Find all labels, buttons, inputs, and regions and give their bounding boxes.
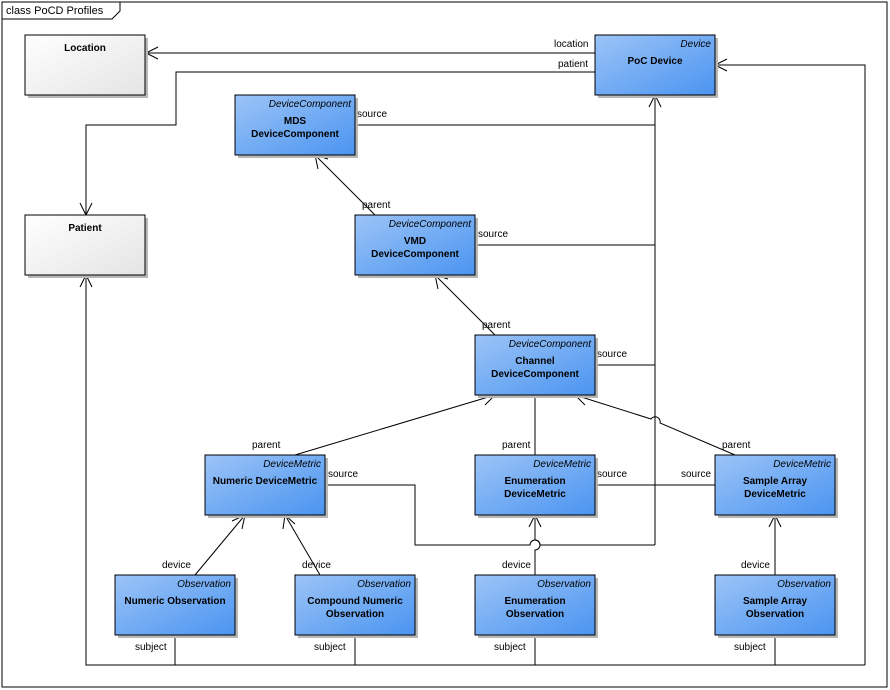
edge-device-numeric-obs: [194, 514, 246, 576]
class-name-line: DeviceComponent: [371, 249, 459, 260]
role-source-vmd: source: [478, 229, 508, 240]
edge-parent-numeric-channel: [294, 394, 496, 456]
connectors: [79, 46, 866, 666]
edge-device-enum-obs: [534, 515, 541, 575]
role-parent-numeric: parent: [252, 440, 281, 451]
class-box: [24, 214, 146, 276]
role-source-enum: source: [597, 469, 627, 480]
edge-subject-right: [715, 64, 866, 665]
class-name-line: Sample Array: [743, 596, 808, 607]
class-box: [294, 574, 416, 636]
class-name-line: Numeric DeviceMetric: [213, 476, 318, 487]
role-parent-channel: parent: [482, 320, 511, 331]
role-labels: location patient source source source so…: [135, 39, 770, 653]
class-box: [24, 34, 146, 96]
class-box: [114, 574, 236, 636]
class-box: [474, 454, 596, 516]
class-stereotype: Observation: [357, 579, 411, 590]
class-name-line: Numeric Observation: [124, 596, 225, 607]
role-parent-enum: parent: [502, 440, 531, 451]
class-box: [474, 574, 596, 636]
role-device-compound: device: [302, 560, 331, 571]
class-name-line: Enumeration: [504, 476, 565, 487]
role-source-mds: source: [357, 109, 387, 120]
class-box: [594, 34, 716, 96]
role-device-enum: device: [502, 560, 531, 571]
class-stereotype: DeviceComponent: [269, 99, 352, 110]
role-device-numeric: device: [162, 560, 191, 571]
class-name-line: VMD: [404, 236, 426, 247]
edge-parent-sample-channel: [574, 394, 736, 456]
edge-subject-bottom: [85, 275, 865, 666]
role-source-sample: source: [681, 469, 711, 480]
class-name-line: DeviceMetric: [744, 489, 806, 500]
class-name-line: DeviceComponent: [251, 129, 339, 140]
class-stereotype: DeviceComponent: [509, 339, 592, 350]
role-source-channel: source: [597, 349, 627, 360]
role-subject-sample: subject: [734, 642, 766, 653]
role-subject-enum: subject: [494, 642, 526, 653]
edge-parent-vmd-mds: [314, 154, 376, 216]
role-parent-sample: parent: [722, 440, 751, 451]
role-location: location: [554, 39, 588, 50]
class-name-line: Location: [64, 43, 106, 54]
edge-device-compound-obs: [284, 514, 321, 576]
class-name-line: Observation: [746, 609, 804, 620]
class-name-line: Observation: [326, 609, 384, 620]
edge-patient-from-device: [85, 71, 596, 215]
class-stereotype: Observation: [777, 579, 831, 590]
class-box: [714, 454, 836, 516]
class-stereotype: Observation: [537, 579, 591, 590]
class-name-line: DeviceComponent: [491, 369, 579, 380]
frame-title: class PoCD Profiles: [6, 5, 104, 17]
role-patient: patient: [558, 59, 588, 70]
class-stereotype: DeviceMetric: [533, 459, 591, 470]
class-box: [204, 454, 326, 516]
class-name-line: Enumeration: [504, 596, 565, 607]
class-patient[interactable]: Patient: [24, 214, 148, 278]
class-name-line: Compound Numeric: [307, 596, 403, 607]
role-parent-vmd: parent: [362, 200, 391, 211]
class-stereotype: Device: [680, 39, 711, 50]
class-name-line: Observation: [506, 609, 564, 620]
class-location[interactable]: Location: [24, 34, 148, 98]
class-name-line: PoC Device: [627, 56, 682, 67]
class-box: [234, 94, 356, 156]
role-device-sample: device: [741, 560, 770, 571]
class-stereotype: DeviceMetric: [263, 459, 321, 470]
class-name-line: Patient: [68, 223, 102, 234]
class-box: [354, 214, 476, 276]
class-stereotype: Observation: [177, 579, 231, 590]
class-name-line: Channel: [515, 356, 555, 367]
role-source-numeric: source: [328, 469, 358, 480]
class-box: [474, 334, 596, 396]
class-name-line: MDS: [284, 116, 307, 127]
class-stereotype: DeviceComponent: [389, 219, 472, 230]
role-subject-compound: subject: [314, 642, 346, 653]
class-box: [714, 574, 836, 636]
class-stereotype: DeviceMetric: [773, 459, 831, 470]
class-name-line: Sample Array: [743, 476, 808, 487]
edge-parent-channel-vmd: [434, 274, 496, 336]
role-subject-numeric: subject: [135, 642, 167, 653]
class-name-line: DeviceMetric: [504, 489, 566, 500]
